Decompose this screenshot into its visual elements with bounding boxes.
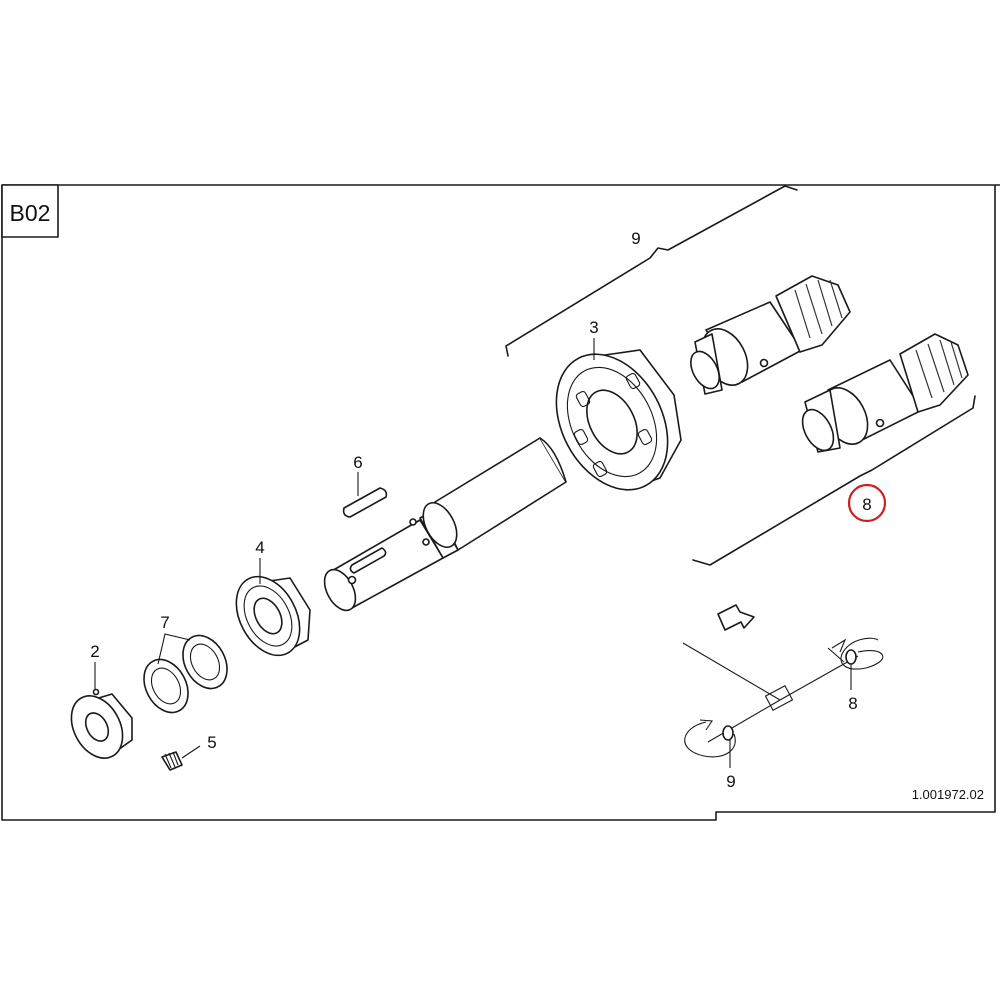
drawing-number: 1.001972.02 xyxy=(912,787,984,802)
page-code-box xyxy=(1,184,59,238)
orientation-label-8: 8 xyxy=(848,694,857,713)
callout-4: 4 xyxy=(255,538,264,557)
orientation-label-9: 9 xyxy=(726,772,735,791)
washers-7: 7 xyxy=(143,613,228,714)
callout-7: 7 xyxy=(160,613,169,632)
bearing-4: 4 xyxy=(235,538,311,657)
main-shaft xyxy=(323,437,567,612)
bracket-group-8: 8 xyxy=(692,395,976,566)
callout-3: 3 xyxy=(589,318,598,337)
orientation-schematic: 8 9 xyxy=(682,604,884,791)
callout-6: 6 xyxy=(353,453,362,472)
bearing-3: 3 xyxy=(555,318,682,491)
callout-5: 5 xyxy=(207,733,216,752)
callout-2: 2 xyxy=(90,642,99,661)
drawing-frame: B02 xyxy=(1,184,1000,821)
key-6: 6 xyxy=(342,453,388,518)
direction-arrow-icon xyxy=(717,604,755,631)
pinion-shaft-lower xyxy=(801,333,969,453)
bracket-group-9: 9 xyxy=(505,185,798,357)
collar-2: 2 xyxy=(70,642,133,759)
page-code: B02 xyxy=(10,200,51,226)
callout-8: 8 xyxy=(862,495,871,514)
set-screw-5: 5 xyxy=(161,733,217,771)
callout-8-highlight-circle xyxy=(847,483,887,523)
callout-9: 9 xyxy=(631,229,640,248)
pinion-shaft-upper xyxy=(690,275,851,395)
